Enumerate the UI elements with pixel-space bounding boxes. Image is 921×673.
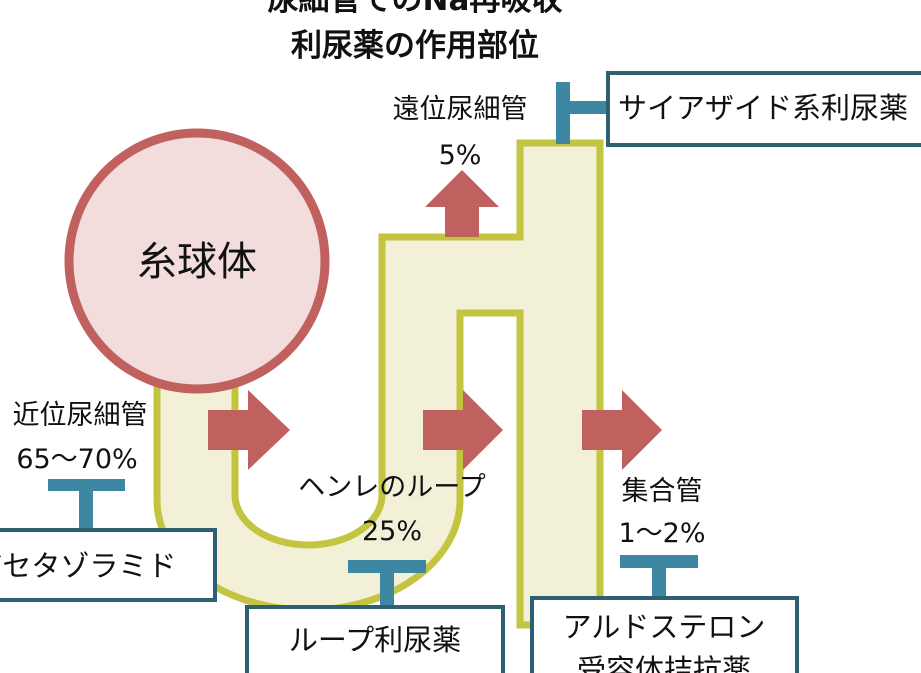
thiazide-label: サイアザイド系利尿薬 [618, 91, 908, 125]
renal-tubule [153, 139, 604, 629]
drug-box-thiazide: サイアザイド系利尿薬 [606, 71, 921, 147]
arrow-loop [423, 390, 503, 470]
proximal-label: 近位尿細管 [13, 400, 148, 431]
drug-box-acetazolamide: アセタゾラミド [0, 528, 217, 602]
aldosterone-label-line1: アルドステロン [563, 610, 766, 644]
loop-label: ヘンレのループ [298, 472, 485, 503]
collecting-percent: 1〜2% [618, 518, 705, 549]
arrow-collecting [582, 390, 662, 470]
loop-percent: 25% [362, 516, 422, 547]
glomerulus-label: 糸球体 [137, 239, 257, 285]
drug-box-aldosterone-antagonist: アルドステロン 受容体拮抗薬 [530, 596, 799, 673]
loop-diuretic-label: ループ利尿薬 [289, 623, 461, 657]
proximal-percent: 65〜70% [16, 444, 137, 475]
blocker-distal-icon [556, 82, 610, 144]
arrow-distal [425, 170, 499, 237]
aldosterone-label-line2: 受容体拮抗薬 [577, 653, 751, 673]
blockers [48, 82, 698, 608]
title-line1: 尿細管でのNa再吸収 [268, 0, 563, 18]
distal-label: 遠位尿細管 [393, 94, 528, 125]
blocker-collecting-icon [620, 555, 698, 599]
acetazolamide-label: アセタゾラミド [0, 549, 176, 583]
glomerulus [64, 128, 330, 394]
title-line2: 利尿薬の作用部位 [291, 28, 539, 64]
drug-box-loop-diuretic: ループ利尿薬 [245, 605, 505, 673]
reabsorption-arrows [208, 170, 662, 470]
collecting-label: 集合管 [622, 476, 703, 507]
blocker-loop-icon [348, 560, 426, 608]
distal-percent: 5% [439, 140, 482, 171]
blocker-proximal-icon [48, 479, 125, 531]
arrow-proximal [208, 390, 290, 470]
